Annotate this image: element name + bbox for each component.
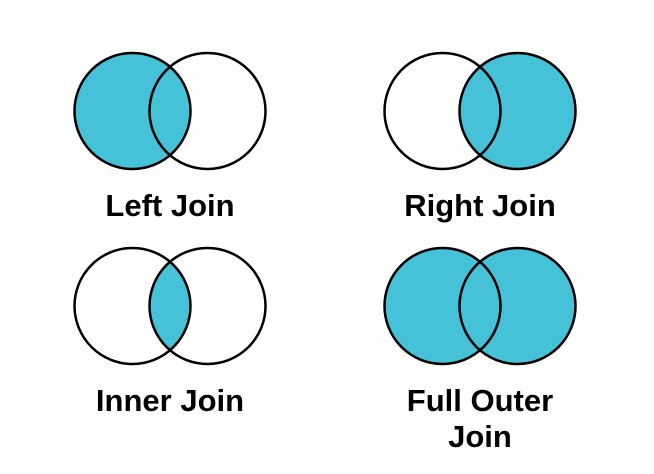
left-circle-outline xyxy=(73,246,192,366)
inner-join-venn-graphic xyxy=(73,246,267,366)
intersection-fill xyxy=(149,53,191,169)
left-circle-outline xyxy=(383,51,502,171)
left-join-label: Left Join xyxy=(105,188,235,223)
right-circle-outline xyxy=(148,51,267,171)
venn-left-join: Left Join xyxy=(25,46,315,224)
intersection-fill xyxy=(459,248,501,364)
intersection-fill xyxy=(149,248,191,364)
full-outer-join-venn-graphic xyxy=(383,246,577,366)
venn-inner-join: Inner Join xyxy=(25,241,315,419)
left-circle-outline xyxy=(73,51,192,171)
right-circle-outline xyxy=(458,246,577,366)
left-circle-outline xyxy=(383,246,502,366)
inner-join-label: Inner Join xyxy=(95,383,245,418)
right-join-venn-graphic xyxy=(383,51,577,171)
full-outer-join-label: Full Outer Join xyxy=(406,383,554,454)
right-circle-outline xyxy=(458,51,577,171)
intersection-fill xyxy=(459,53,501,169)
left-join-venn-graphic xyxy=(73,51,267,171)
venn-right-join: Right Join xyxy=(335,46,625,224)
right-join-label: Right Join xyxy=(404,188,556,223)
right-circle-outline xyxy=(148,246,267,366)
venn-full-outer-join: Full Outer Join xyxy=(335,241,625,454)
